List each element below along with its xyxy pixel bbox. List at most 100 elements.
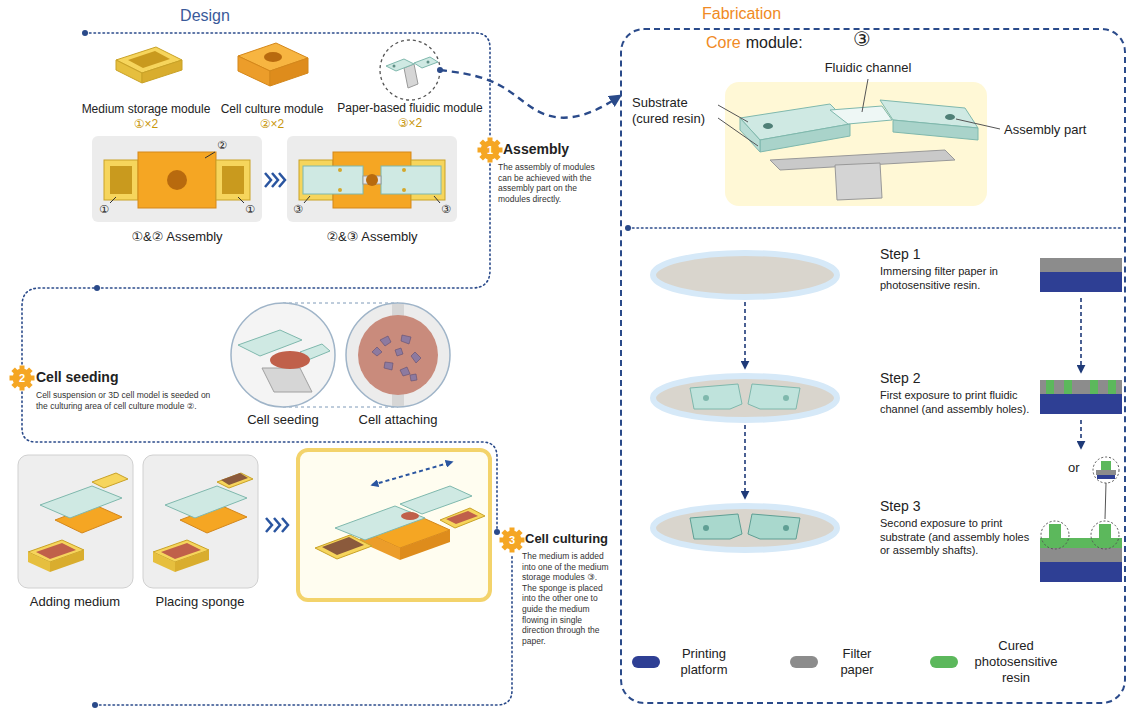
- legend-swatch: [930, 656, 958, 668]
- culture-illustration: [18, 455, 133, 588]
- callout-number: ②: [217, 139, 227, 152]
- image-caption: ②&③ Assembly: [326, 229, 417, 245]
- assembly-illustration: [110, 166, 132, 194]
- module-heading: module:: [746, 33, 803, 52]
- assembly-illustration: [92, 136, 457, 222]
- step-chevrons: [282, 518, 288, 532]
- cross-section: [1040, 562, 1122, 582]
- step-description: The assembly of modules can be achieved …: [498, 162, 608, 204]
- assembly-illustration: [366, 174, 378, 186]
- step-arrow: [744, 425, 746, 498]
- section-separator: [625, 225, 631, 231]
- assembly-illustration: [287, 136, 457, 222]
- callout-number: ①: [245, 203, 255, 216]
- assembly-illustration: [216, 160, 250, 200]
- legend-swatch: [632, 656, 660, 668]
- cross-section: [1097, 475, 1115, 479]
- magnified-view: [346, 303, 450, 407]
- callout-leader: [110, 152, 440, 203]
- filter-paper-illustration: [748, 384, 800, 409]
- culture-illustration: [298, 450, 490, 600]
- assembly-illustration: [402, 168, 406, 172]
- module-heading: Core: [706, 33, 741, 52]
- leader-line: [718, 118, 758, 146]
- cross-section: [1040, 380, 1122, 394]
- core-module-illustration: [835, 163, 882, 200]
- cross-section: [1093, 457, 1119, 483]
- step-number: 3: [509, 533, 515, 547]
- fluidic-module-callout: Paper-based fluidic module③×2: [324, 39, 496, 131]
- assembly-illustration: [104, 160, 138, 200]
- callout-number: ③: [853, 27, 871, 51]
- magnified-view: [380, 336, 391, 346]
- cross-section: [1040, 538, 1122, 548]
- core-module-illustration: [760, 124, 850, 152]
- magnified-view: [384, 362, 393, 370]
- culture-illustration: [446, 511, 478, 524]
- culture-illustration: [322, 537, 364, 555]
- step-gear-icon: [10, 366, 35, 391]
- step-gear-icon: [10, 138, 525, 553]
- cell-culture-module-icon: [238, 56, 270, 86]
- magnified-view: [372, 335, 421, 381]
- filter-paper-illustration: [783, 395, 789, 401]
- flow-dot: [94, 285, 100, 291]
- culture-illustration: [18, 450, 490, 600]
- callout-number: ①: [99, 203, 109, 216]
- cross-section: [1091, 521, 1119, 549]
- cell-culture-module-icon: [270, 58, 308, 86]
- step-description: The medium is added into one of the medi…: [522, 551, 614, 646]
- legend-swatch: [790, 656, 818, 668]
- cross-section: [1040, 272, 1122, 292]
- assembly-illustration: [222, 166, 244, 194]
- filter-paper-illustration: [703, 395, 709, 401]
- magnified-view: [283, 303, 398, 304]
- step-number: 1: [487, 143, 493, 157]
- assembly-illustration: [402, 188, 406, 192]
- assembly-illustration: [92, 136, 262, 222]
- core-module-illustration: [763, 123, 773, 129]
- cell-culture-module-icon: [264, 52, 282, 62]
- filter-paper-illustration: [783, 525, 789, 531]
- image-caption: Cell seeding: [247, 412, 319, 428]
- filter-paper-illustration: [653, 506, 837, 550]
- step-gear-icon: [500, 528, 525, 553]
- cross-section: [1049, 524, 1061, 538]
- part-label: Fluidic channel: [825, 60, 912, 76]
- module-name: Paper-based fluidic module: [324, 101, 496, 116]
- flow-dot: [92, 702, 98, 708]
- magnified-view: [262, 368, 312, 392]
- cross-section: [1041, 521, 1069, 549]
- part-label: Assembly part: [1004, 122, 1086, 138]
- flow-dot: [82, 30, 500, 708]
- step-description: Immersing filter paper in photosensitive…: [880, 265, 1030, 292]
- cross-section: [1040, 548, 1122, 562]
- callout-leader: [205, 152, 215, 158]
- assembly-illustration: [338, 188, 342, 192]
- flow-path: [22, 33, 512, 705]
- section-heading: Design: [180, 6, 230, 25]
- assembly-illustration: [338, 168, 342, 172]
- leader-line: [1105, 483, 1106, 519]
- culture-illustration: [335, 506, 425, 540]
- culture-illustration: [400, 486, 472, 514]
- flow-path: [85, 33, 490, 136]
- cross-section: [1108, 380, 1116, 394]
- leader-line: [718, 105, 748, 122]
- core-module-illustration: [893, 120, 978, 140]
- module-count: ①×2: [134, 117, 158, 131]
- magnified-view: [358, 315, 438, 395]
- cross-section: [1046, 380, 1054, 394]
- paper-module-icon: [393, 65, 396, 68]
- module-count: ②×2: [260, 117, 284, 131]
- module-name: Cell culture module: [221, 102, 324, 116]
- flow-dot: [494, 529, 500, 535]
- filter-paper-illustration: [690, 384, 742, 409]
- legend-label: Printing platform: [666, 646, 742, 678]
- step-description: Cell suspension or 3D cell model is seed…: [36, 390, 221, 411]
- step-chevrons: [266, 518, 272, 532]
- magnified-view: [372, 347, 382, 356]
- section-heading: Fabrication: [702, 4, 781, 24]
- step-heading: Step 3: [880, 498, 920, 515]
